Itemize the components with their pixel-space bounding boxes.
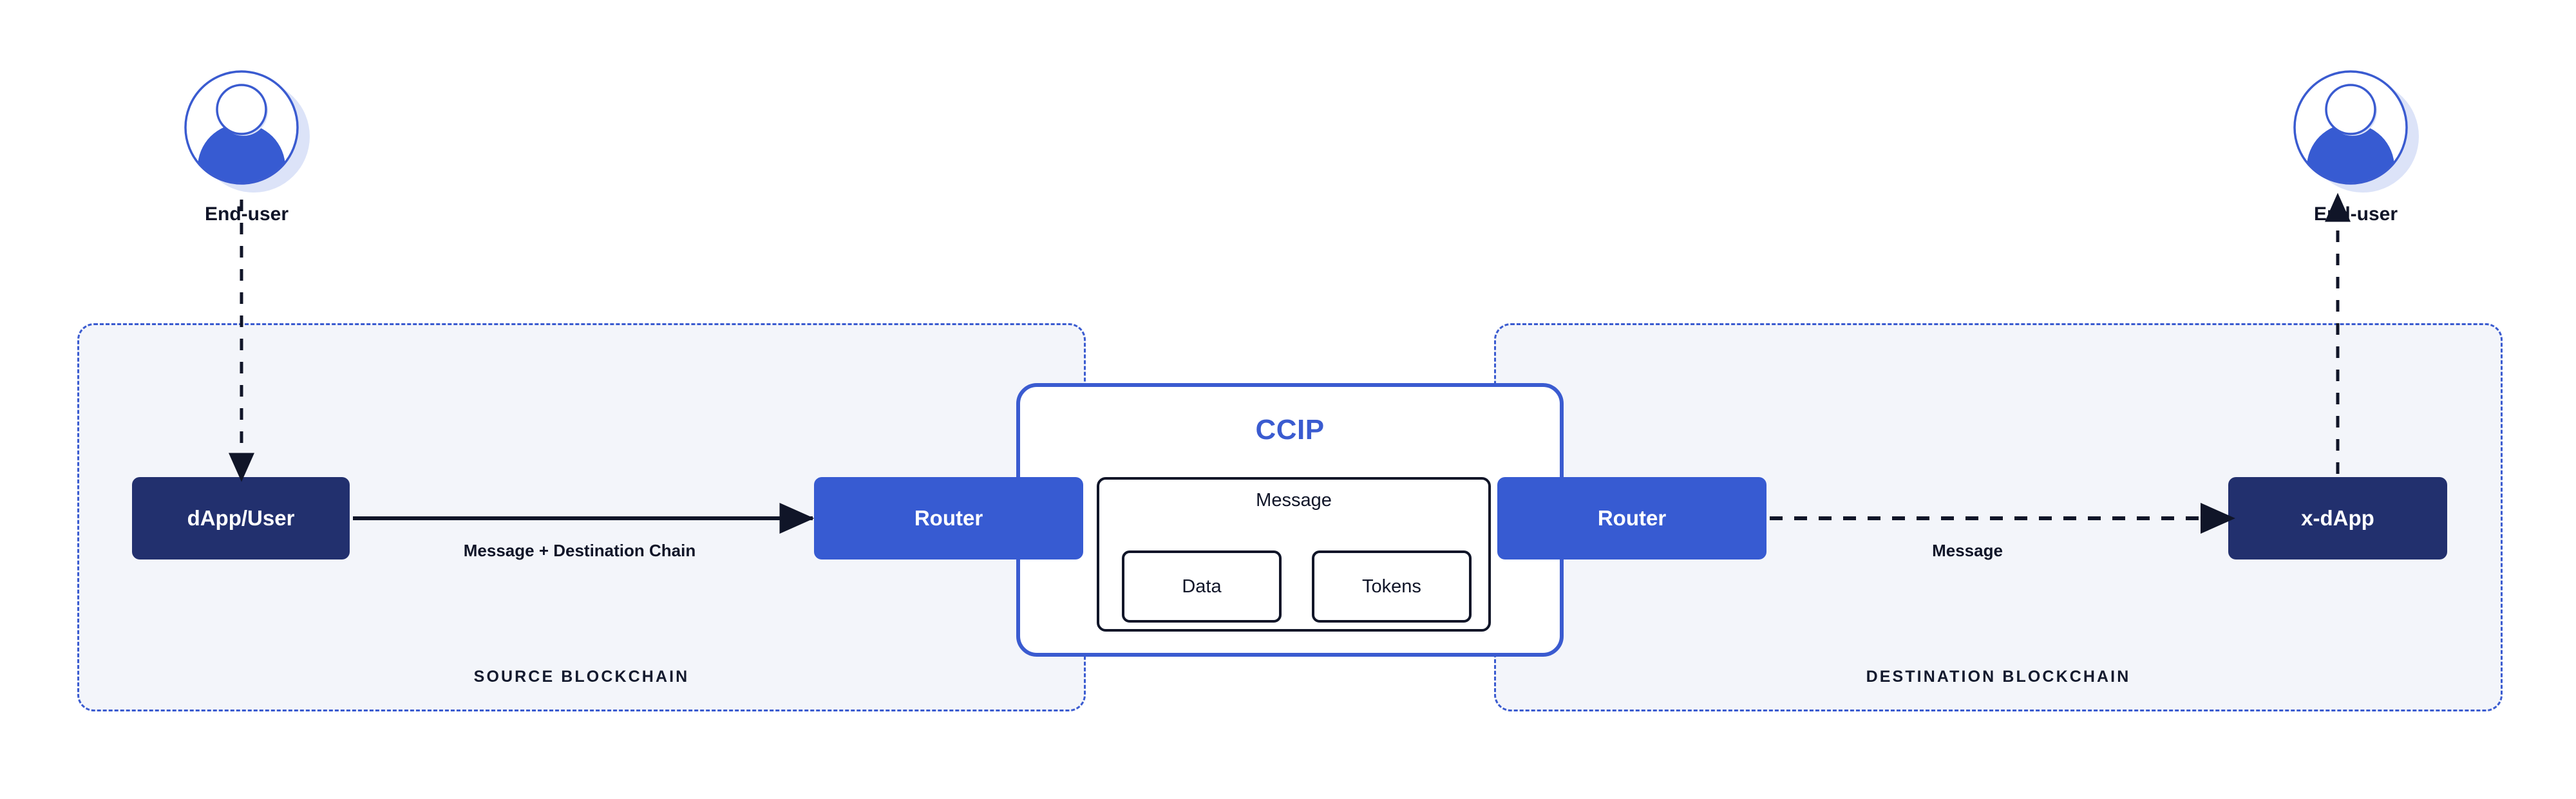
end-user-left-label: End-user: [204, 203, 289, 225]
user-avatar-icon: [2293, 70, 2419, 193]
message-part-tokens: Tokens: [1312, 550, 1472, 623]
message-part-data: Data: [1122, 550, 1282, 623]
node-dapp-user[interactable]: dApp/User: [132, 477, 350, 559]
connector-label-message: Message: [1932, 541, 2003, 560]
source-blockchain-caption: SOURCE BLOCKCHAIN: [473, 668, 690, 686]
ccip-title: CCIP: [1255, 414, 1325, 446]
ccip-container: CCIP Message Data Tokens: [1016, 383, 1564, 657]
end-user-right: End-user: [2289, 70, 2425, 225]
destination-blockchain-caption: DESTINATION BLOCKCHAIN: [1866, 668, 2131, 686]
message-title: Message: [1256, 490, 1332, 511]
user-avatar-icon: [184, 70, 310, 193]
ccip-message-box: Message Data Tokens: [1097, 477, 1491, 632]
node-x-dapp[interactable]: x-dApp: [2228, 477, 2447, 559]
connector-label-message-destination-chain: Message + Destination Chain: [463, 541, 696, 560]
node-router-destination[interactable]: Router: [1497, 477, 1766, 559]
end-user-left: End-user: [180, 70, 316, 225]
node-router-source[interactable]: Router: [814, 477, 1083, 559]
